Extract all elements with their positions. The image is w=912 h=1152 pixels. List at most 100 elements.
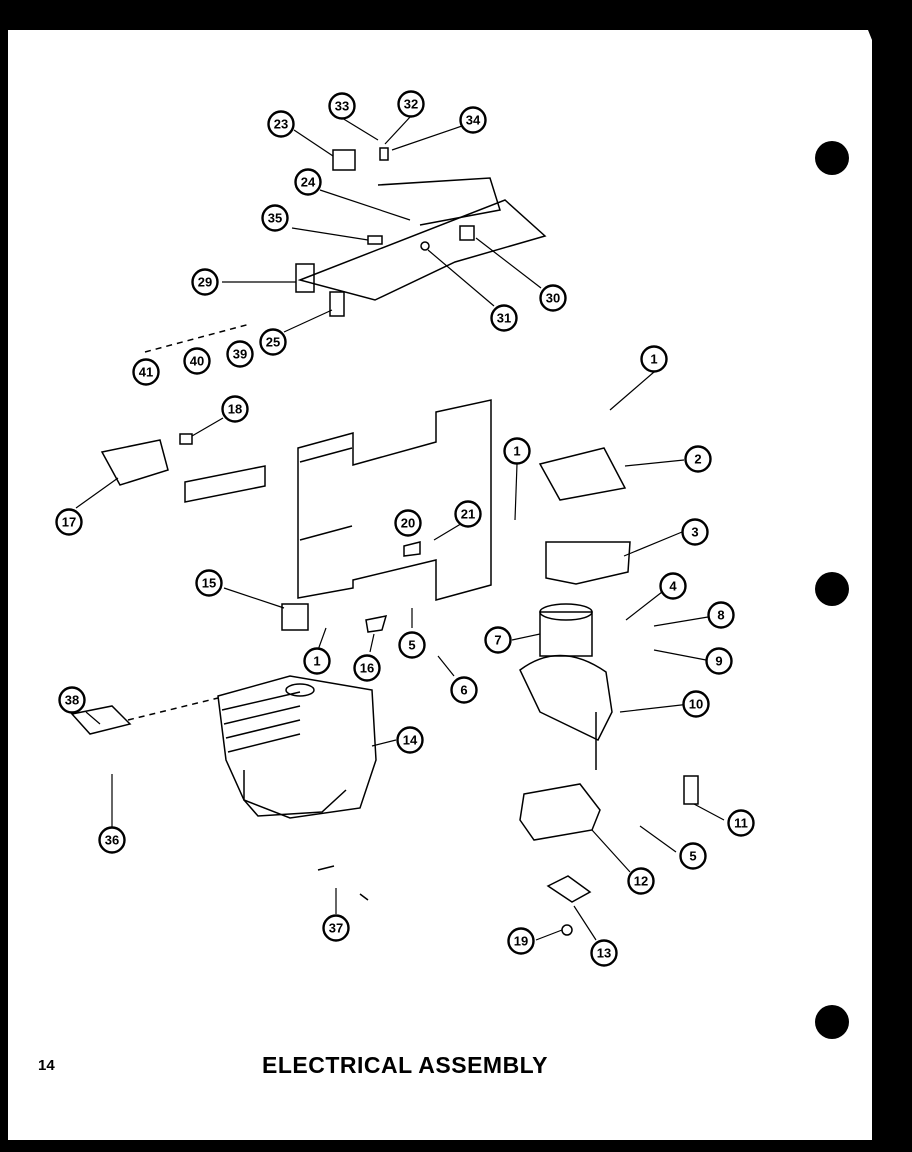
- callout-38: 38: [58, 686, 86, 714]
- thermal-fuse-36: [70, 705, 132, 735]
- callout-label: 18: [228, 402, 242, 417]
- callout-14: 14: [396, 726, 424, 754]
- callout-6: 6: [450, 676, 478, 704]
- callout-circle: [684, 445, 712, 473]
- callout-10: 10: [682, 690, 710, 718]
- callout-40: 40: [183, 347, 211, 375]
- callout-36: 36: [98, 826, 126, 854]
- binder-hole-middle: [815, 572, 849, 606]
- callout-label: 40: [190, 354, 204, 369]
- callout-circle: [353, 654, 381, 682]
- callout-circle: [259, 328, 287, 356]
- callout-2: 2: [684, 445, 712, 473]
- callout-circle: [705, 647, 733, 675]
- callout-41: 41: [132, 358, 160, 386]
- control-panel-bracket: [297, 199, 547, 301]
- interlock-plate: [297, 399, 492, 601]
- callout-label: 24: [301, 175, 316, 190]
- callout-1: 1: [303, 647, 331, 675]
- binder-hole-bottom: [815, 1005, 849, 1039]
- callout-circle: [507, 927, 535, 955]
- callout-label: 21: [461, 507, 475, 522]
- callout-circle: [58, 686, 86, 714]
- lever-20: [403, 541, 421, 557]
- callout-23: 23: [267, 110, 295, 138]
- leader-lines: [75, 115, 725, 941]
- callout-circle: [132, 358, 160, 386]
- switch-25: [329, 291, 345, 317]
- callout-circle: [727, 809, 755, 837]
- callout-label: 32: [404, 97, 418, 112]
- callout-circle: [221, 395, 249, 423]
- callout-label: 20: [401, 516, 415, 531]
- mounting-plate-2: [538, 447, 627, 501]
- callout-circle: [55, 508, 83, 536]
- callout-label: 38: [65, 693, 79, 708]
- callout-circle: [640, 345, 668, 373]
- callout-label: 1: [313, 654, 320, 669]
- callout-circle: [397, 90, 425, 118]
- callout-3: 3: [681, 518, 709, 546]
- cam-16: [365, 615, 388, 633]
- callout-32: 32: [397, 90, 425, 118]
- callout-20: 20: [394, 509, 422, 537]
- callout-35: 35: [261, 204, 289, 232]
- screw-32: [379, 147, 389, 161]
- callout-circle: [226, 340, 254, 368]
- callout-label: 19: [514, 934, 528, 949]
- wire-holder-11: [683, 775, 699, 805]
- callout-label: 2: [694, 452, 701, 467]
- callout-37: 37: [322, 914, 350, 942]
- callout-label: 41: [139, 365, 153, 380]
- callout-label: 15: [202, 576, 216, 591]
- relay-30: [459, 225, 475, 241]
- callout-circle: [98, 826, 126, 854]
- switch-15: [281, 603, 309, 631]
- callout-label: 8: [717, 608, 724, 623]
- callout-label: 35: [268, 211, 282, 226]
- callout-circle: [183, 347, 211, 375]
- callout-11: 11: [727, 809, 755, 837]
- fan-shroud-10: [519, 654, 613, 741]
- callout-circle: [394, 509, 422, 537]
- callout-9: 9: [705, 647, 733, 675]
- callout-circle: [707, 601, 735, 629]
- callout-label: 23: [274, 117, 288, 132]
- callout-label: 12: [634, 874, 648, 889]
- callout-label: 10: [689, 697, 703, 712]
- callout-1: 1: [503, 437, 531, 465]
- callout-circle: [539, 284, 567, 312]
- callout-circle: [681, 518, 709, 546]
- bracket-37: [317, 865, 369, 901]
- switch-29: [295, 263, 315, 293]
- callout-24: 24: [294, 168, 322, 196]
- paper-sheet: [8, 30, 872, 1140]
- callout-circle: [267, 110, 295, 138]
- callout-circle: [450, 676, 478, 704]
- connector-23: [332, 149, 356, 171]
- callout-circle: [294, 168, 322, 196]
- callout-circle: [659, 572, 687, 600]
- callout-circle: [195, 569, 223, 597]
- callout-1: 1: [640, 345, 668, 373]
- binder-hole-top: [815, 141, 849, 175]
- callout-circle: [322, 914, 350, 942]
- callout-label: 17: [62, 515, 76, 530]
- callout-circle: [503, 437, 531, 465]
- callout-31: 31: [490, 304, 518, 332]
- callout-13: 13: [590, 939, 618, 967]
- callout-label: 33: [335, 99, 349, 114]
- callout-25: 25: [259, 328, 287, 356]
- callout-label: 16: [360, 661, 374, 676]
- callout-label: 6: [460, 683, 467, 698]
- callout-circle: [590, 939, 618, 967]
- callout-label: 3: [691, 525, 698, 540]
- callout-label: 29: [198, 275, 212, 290]
- clip-18: [179, 433, 193, 445]
- callout-18: 18: [221, 395, 249, 423]
- callout-label: 9: [715, 654, 722, 669]
- callout-17: 17: [55, 508, 83, 536]
- bracket-3: [545, 541, 631, 585]
